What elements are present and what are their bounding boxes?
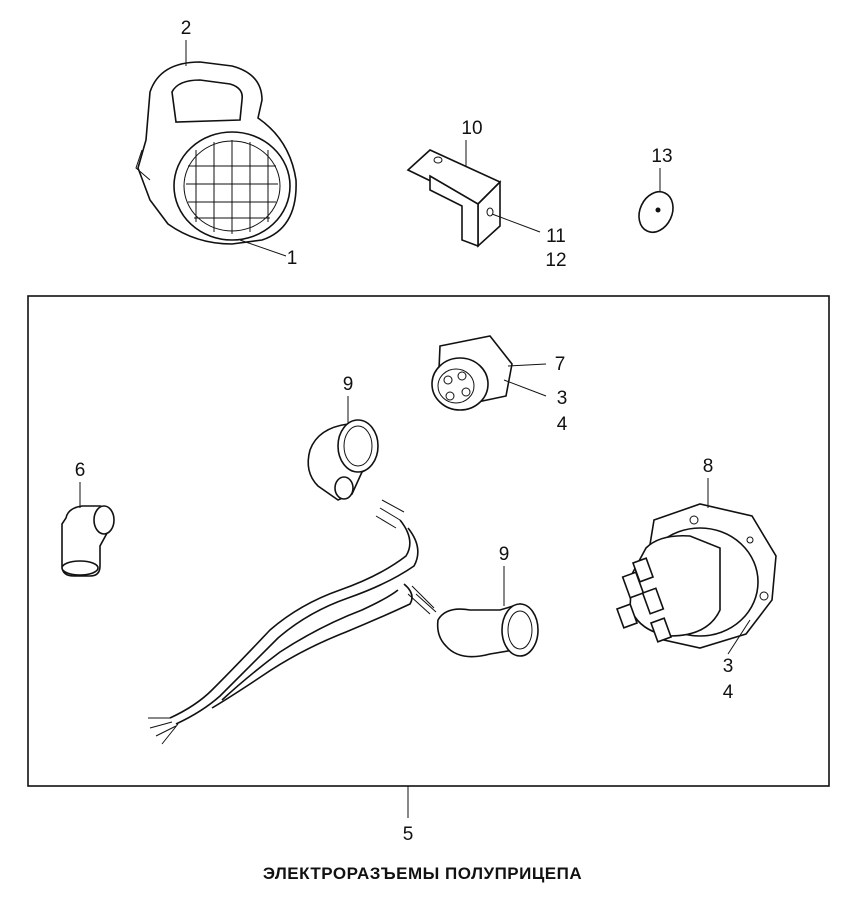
elbow-part xyxy=(61,505,115,577)
kit-frame xyxy=(27,295,830,787)
callout-8: 8 xyxy=(703,456,714,477)
callout-4-small-socket: 4 xyxy=(557,414,568,435)
callout-9-top: 9 xyxy=(343,374,354,395)
bracket-part xyxy=(406,149,502,248)
callout-9-bottom: 9 xyxy=(499,544,510,565)
callout-10: 10 xyxy=(461,118,482,139)
large-socket-part xyxy=(615,503,777,649)
washer-part xyxy=(638,191,674,233)
callout-12: 12 xyxy=(545,250,566,271)
boot-top-part xyxy=(307,419,379,501)
callout-4-large-socket: 4 xyxy=(723,682,734,703)
callout-7: 7 xyxy=(555,354,566,375)
wiring-harness-part xyxy=(148,499,437,745)
leader-lines xyxy=(79,40,751,818)
small-socket-part xyxy=(431,335,513,411)
callout-6: 6 xyxy=(75,460,86,481)
diagram-caption: ЭЛЕКТРОРАЗЪЕМЫ ПОЛУПРИЦЕПА xyxy=(262,864,583,883)
callout-3-small-socket: 3 xyxy=(557,388,568,409)
callout-5: 5 xyxy=(403,824,414,845)
socket-cover-part xyxy=(135,61,297,245)
callout-3-large-socket: 3 xyxy=(723,656,734,677)
callout-13: 13 xyxy=(651,146,672,167)
boot-bottom-part xyxy=(436,603,539,658)
callout-1: 1 xyxy=(287,248,298,269)
callout-11: 11 xyxy=(546,226,566,247)
callout-2: 2 xyxy=(181,18,192,39)
